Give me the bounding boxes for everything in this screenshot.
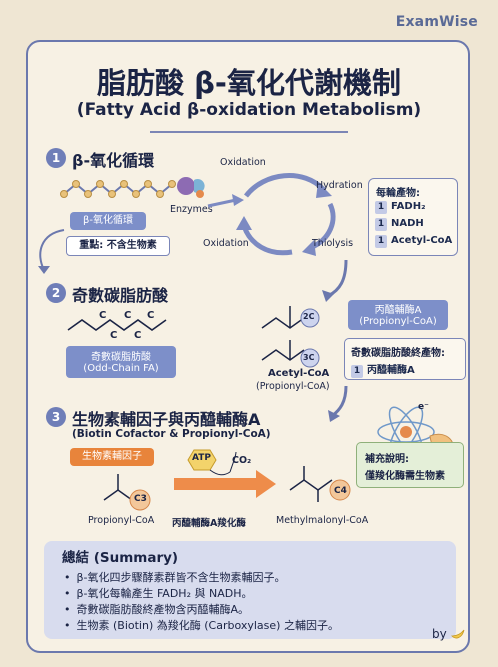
acetyl-coa-label: Acetyl-CoA bbox=[268, 368, 330, 379]
acetyl-coa-molecule-icon bbox=[261, 306, 320, 329]
section-3-subtitle: (Biotin Cofactor & Propionyl-CoA) bbox=[72, 428, 271, 440]
banana-icon bbox=[451, 629, 465, 639]
brand-logo: ExamWise bbox=[395, 14, 478, 30]
cycle-step-hydration: Hydration bbox=[316, 180, 363, 191]
carbon-top-3: C bbox=[147, 310, 155, 321]
enzymes-icon bbox=[177, 177, 205, 198]
section-2-title: 奇數碳脂肪酸 bbox=[72, 286, 169, 305]
methylmalonyl-coa-c4-icon bbox=[289, 466, 351, 502]
odd-chain-pill: 奇數碳脂肪酸 (Odd-Chain FA) bbox=[66, 346, 176, 378]
section-2-number: 2 bbox=[46, 283, 66, 303]
cycle-step-oxidation-1: Oxidation bbox=[220, 157, 266, 168]
summary-item-1: β-氧化四步驟酵素群皆不含生物素輔因子。 bbox=[64, 569, 286, 585]
beta-oxidation-pill: β-氧化循環 bbox=[70, 212, 146, 230]
c3-label: C3 bbox=[134, 494, 147, 504]
carbon-bottom-1: C bbox=[110, 330, 118, 341]
odd-chain-pill-en: (Odd-Chain FA) bbox=[83, 363, 159, 374]
section3-arrow-icon bbox=[328, 385, 348, 422]
supplementary-note-box: 補充說明: 僅羧化酶需生物素 bbox=[356, 442, 464, 488]
products-heading: 每輪產物: bbox=[376, 188, 420, 199]
summary-item-4: 生物素 (Biotin) 為羧化酶 (Carboxylase) 之輔因子。 bbox=[64, 617, 339, 633]
carbon-top-1: C bbox=[99, 310, 107, 321]
propionyl-coa-caption: (Propionyl-CoA) bbox=[256, 381, 330, 392]
key-point-tag: 重點: 不含生物素 bbox=[66, 236, 170, 256]
propionyl-coa-c3-icon bbox=[103, 474, 151, 511]
curved-arrow-icon bbox=[38, 229, 65, 274]
section-1-number: 1 bbox=[46, 148, 66, 168]
c4-label: C4 bbox=[334, 486, 347, 496]
carbon-top-2: C bbox=[124, 310, 132, 321]
propionyl-pill-zh: 丙醯輔酶A bbox=[374, 305, 422, 316]
oxidation-cycle-icon bbox=[207, 173, 336, 256]
propionyl-coa-pill: 丙醯輔酶A (Propionyl-CoA) bbox=[348, 300, 448, 330]
note-text: 僅羧化酶需生物素 bbox=[365, 471, 445, 482]
cycle-step-oxidation-2: Oxidation bbox=[203, 238, 249, 249]
biotin-cofactor-pill: 生物素輔因子 bbox=[70, 448, 154, 466]
summary-item-3: 奇數碳脂肪酸終產物含丙醯輔酶A。 bbox=[64, 601, 250, 617]
section-3-number: 3 bbox=[46, 407, 66, 427]
summary-item-2: β-氧化每輪產生 FADH₂ 與 NADH。 bbox=[64, 585, 253, 601]
page-subtitle: (Fatty Acid β-oxidation Metabolism) bbox=[76, 100, 422, 120]
section-3-title: 生物素輔因子與丙醯輔酶A bbox=[72, 410, 261, 429]
odd-chain-pill-zh: 奇數碳脂肪酸 bbox=[91, 352, 151, 363]
odd-chain-molecule-icon bbox=[67, 319, 167, 331]
carboxylation-arrow-icon bbox=[174, 449, 276, 498]
fatty-acid-chain-icon bbox=[60, 180, 176, 198]
title-divider bbox=[150, 131, 348, 133]
cycle-step-thiolysis: Thiolysis bbox=[312, 238, 354, 249]
co2-label: CO₂ bbox=[232, 455, 252, 466]
carbon-bottom-2: C bbox=[134, 330, 142, 341]
propionyl-coa-molecule-icon bbox=[261, 340, 320, 368]
end-products-heading: 奇數碳脂肪酸終產物: bbox=[351, 348, 445, 359]
enzymes-label: Enzymes bbox=[170, 204, 213, 215]
mol-2c-label: 2C bbox=[303, 312, 315, 321]
summary-heading: 總結 (Summary) bbox=[62, 550, 179, 566]
section-1-title: β-氧化循環 bbox=[72, 151, 155, 170]
down-arrow-icon bbox=[322, 259, 348, 302]
propionyl-pill-en: (Propionyl-CoA) bbox=[359, 316, 437, 327]
atp-label: ATP bbox=[192, 453, 212, 463]
summary-box: 總結 (Summary) β-氧化四步驟酵素群皆不含生物素輔因子。 β-氧化每輪… bbox=[44, 541, 456, 639]
carboxylase-label: 丙醯輔酶A羧化酶 bbox=[172, 518, 246, 529]
page-title: 脂肪酸 β-氧化代謝機制 bbox=[97, 66, 401, 100]
electron-label: e⁻ bbox=[418, 402, 429, 412]
propionyl-coa-label: Propionyl-CoA bbox=[88, 515, 155, 526]
methylmalonyl-coa-label: Methylmalonyl-CoA bbox=[276, 515, 369, 526]
mol-3c-label: 3C bbox=[303, 353, 315, 362]
note-heading: 補充說明: bbox=[365, 454, 409, 465]
footer-credit: by bbox=[432, 627, 447, 641]
